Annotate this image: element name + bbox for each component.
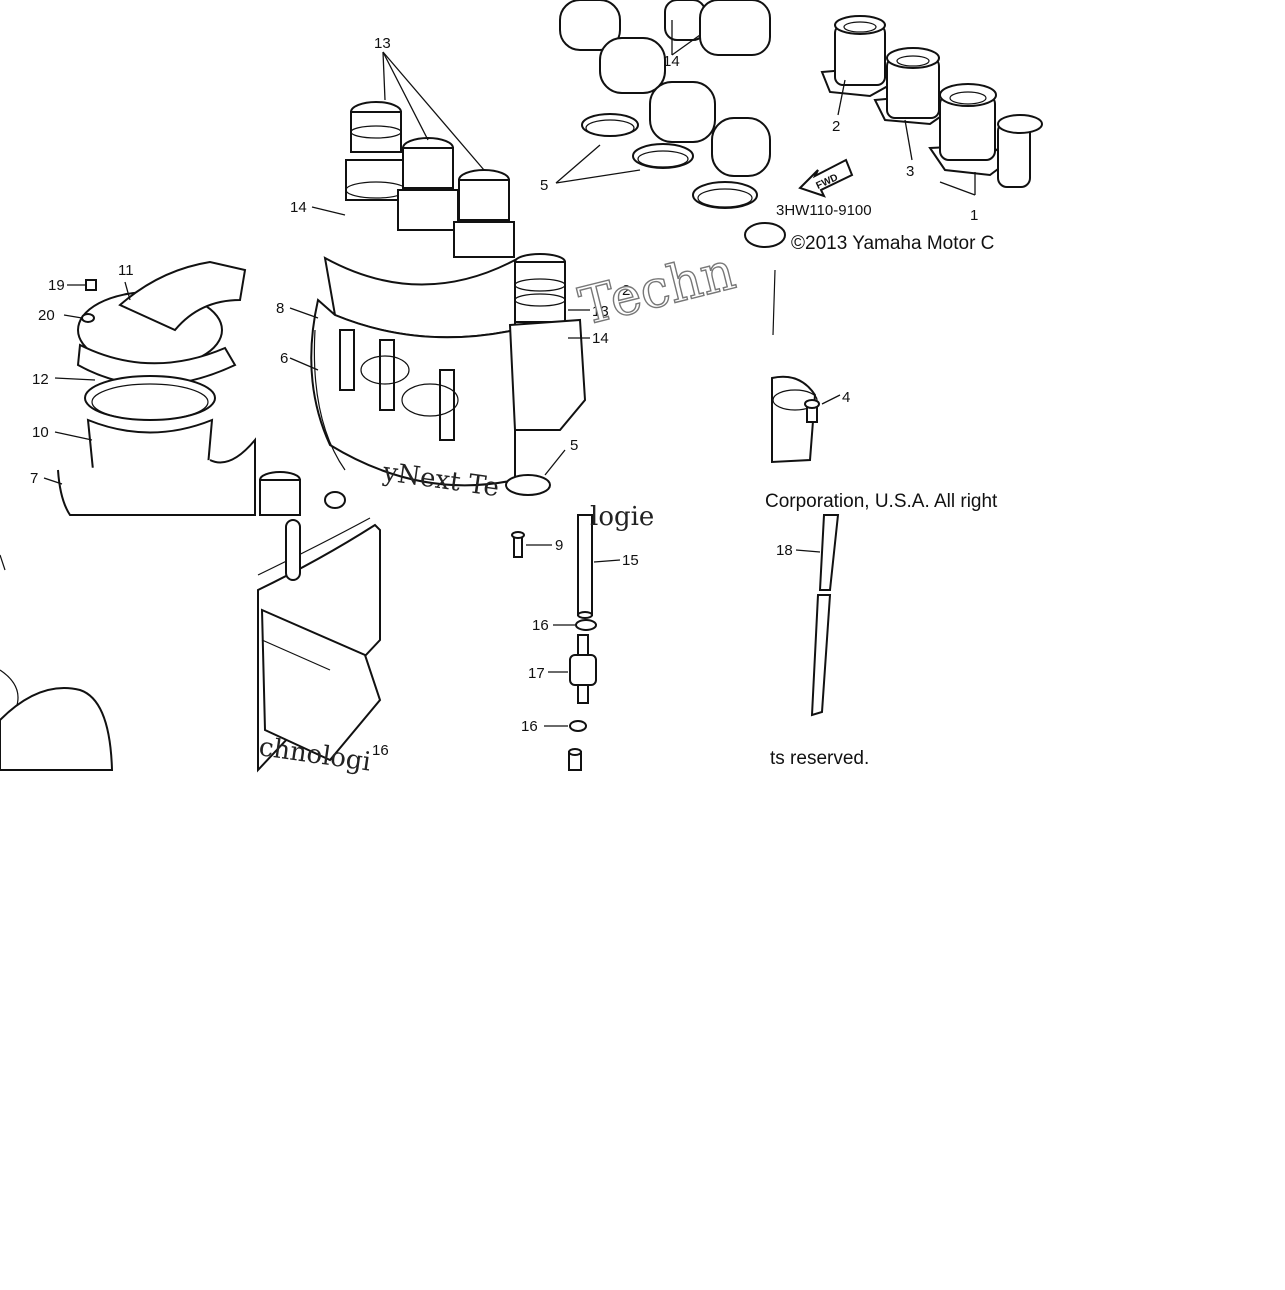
label-part-17: 17 [528, 665, 545, 682]
label-part-12: 12 [32, 371, 49, 388]
air-filter-cover [57, 260, 256, 516]
copyright-line-1: ©2013 Yamaha Motor C [791, 233, 994, 254]
label-part-16-left: 16 [372, 742, 389, 759]
copyright-line-3: ts reserved. [770, 748, 869, 769]
intake-joint-4 [997, 114, 1043, 188]
tile-bottom-center: 9 15 16 17 16 logie [511, 502, 654, 771]
label-part-16-lower: 16 [521, 718, 538, 735]
label-part-1: 1 [970, 207, 978, 224]
intake-joint-2 [820, 15, 898, 98]
label-part-2-mid: 2 [622, 282, 630, 299]
tile-middle-right: 4 Corporation, U.S.A. All right [765, 375, 998, 512]
label-part-7: 7 [30, 470, 38, 487]
fwd-arrow-icon: FWD [798, 158, 854, 198]
label-part-10: 10 [32, 424, 49, 441]
hose-clamp [581, 113, 786, 248]
air-box-lid [310, 256, 516, 487]
tile-middle-left: 19 11 20 12 10 7 [30, 260, 346, 516]
label-part-4: 4 [842, 389, 850, 406]
label-part-3: 3 [906, 163, 914, 180]
label-part-13-top: 13 [374, 35, 391, 52]
drain-plug-17 [569, 634, 597, 704]
label-part-9: 9 [555, 537, 563, 554]
label-part-2: 2 [832, 118, 840, 135]
intake-joint-3 [873, 47, 952, 126]
label-part-11: 11 [118, 262, 134, 279]
diagram-code: 3HW110-9100 [776, 202, 872, 219]
velocity-stack [345, 101, 515, 258]
label-part-6: 6 [280, 350, 288, 367]
label-part-14-right: 14 [592, 330, 609, 347]
small-boot [259, 471, 346, 516]
copyright-line-2: Corporation, U.S.A. All right [765, 491, 998, 512]
tile-top-right: 2 3 1 FWD 3HW110-9100 ©2013 Yamaha Motor… [776, 15, 1043, 254]
hose-15 [577, 514, 593, 619]
label-part-8: 8 [276, 300, 284, 317]
intake-joint-1 [928, 83, 1012, 177]
label-part-20: 20 [38, 307, 55, 324]
label-part-14-top: 14 [663, 53, 680, 70]
label-part-15: 15 [622, 552, 639, 569]
watermark-chnologi: chnologi [257, 732, 373, 777]
screw-9 [511, 531, 525, 558]
watermark-techn: Techn [574, 241, 741, 337]
tile-middle-center: 13 14 8 6 13 14 2 5 Te [276, 35, 742, 503]
rubber-boot [508, 253, 587, 431]
tile-top-center: 5 14 [540, 0, 786, 336]
label-part-5-top: 5 [540, 177, 548, 194]
label-part-19: 19 [48, 277, 65, 294]
label-part-14-left: 14 [290, 199, 307, 216]
watermark-logie: logie [590, 502, 654, 532]
label-part-5-mid: 5 [570, 437, 578, 454]
label-part-13-right: 13 [592, 303, 609, 320]
label-part-16-upper: 16 [532, 617, 549, 634]
label-part-18: 18 [776, 542, 793, 559]
tile-bottom-right: 18 ts reserved. [770, 514, 869, 769]
tile-bottom-center-left: 16 chnologi [257, 517, 389, 778]
tile-bottom-left [0, 554, 114, 771]
